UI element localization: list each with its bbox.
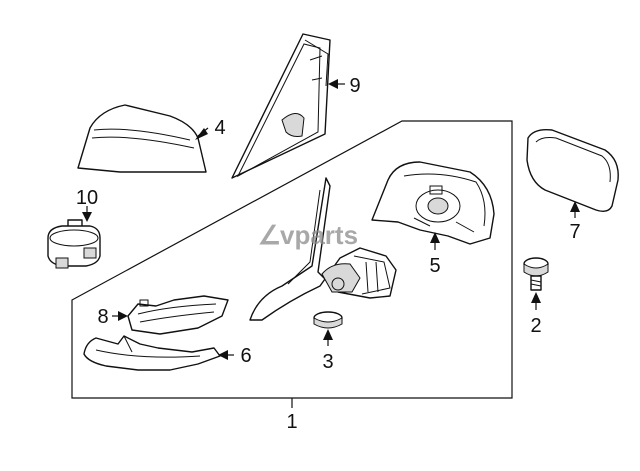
watermark-text: vparts <box>280 220 358 250</box>
part-mirror-glass <box>526 128 619 213</box>
callout-9: 9 <box>349 75 360 97</box>
callout-7: 7 <box>569 221 580 243</box>
callout-5: 5 <box>429 255 440 277</box>
callout-2: 2 <box>530 315 541 337</box>
arrowhead-4 <box>195 128 208 140</box>
callout-1: 1 <box>286 411 297 433</box>
arrowhead-9 <box>328 79 338 89</box>
part-triangle-trim <box>231 33 331 179</box>
part-turn-signal <box>127 295 229 335</box>
part-mirror-housing <box>371 161 495 245</box>
arrowhead-8 <box>118 311 128 321</box>
callout-3: 3 <box>322 351 333 373</box>
callout-10: 10 <box>76 187 98 209</box>
watermark-logo: ∠ vparts <box>258 220 358 250</box>
part-screw <box>523 257 549 291</box>
watermark-mark: ∠ <box>258 220 281 250</box>
arrowhead-2 <box>531 292 541 303</box>
assembly-outline <box>71 120 513 399</box>
part-lower-trim <box>83 335 221 371</box>
part-motor <box>47 219 101 269</box>
callout-4: 4 <box>214 117 225 139</box>
callout-6: 6 <box>240 345 251 367</box>
callout-8: 8 <box>97 306 108 328</box>
arrowhead-3 <box>323 329 333 340</box>
part-mirror-cap <box>77 104 207 173</box>
part-mirror-base <box>249 177 397 321</box>
arrowhead-5 <box>430 232 440 243</box>
arrowhead-7 <box>570 201 580 212</box>
part-cap <box>313 311 343 329</box>
arrowhead-10 <box>82 212 92 222</box>
arrowhead-6 <box>218 350 228 360</box>
